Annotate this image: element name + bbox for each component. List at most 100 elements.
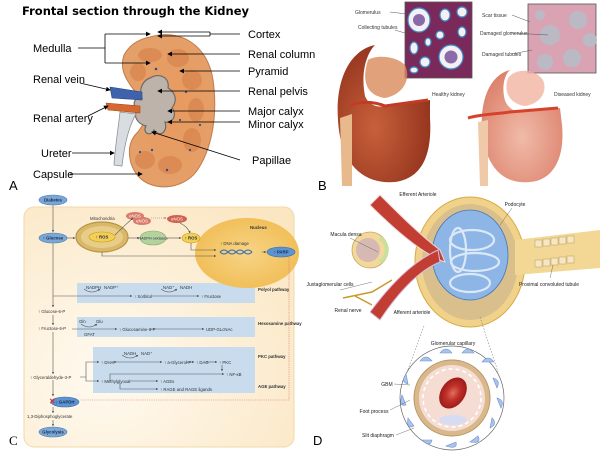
polyol-pathway-label: Polyol pathway: [258, 287, 290, 292]
glycolysis-node: [38, 426, 68, 438]
ros2-text: ↑ ROS: [185, 236, 198, 241]
zoom-guide-lines: [406, 316, 499, 373]
label-damaged-glomerulus: Damaged glomerulus: [480, 31, 528, 37]
mitochondria-label: Mitochondria: [90, 216, 115, 221]
pkc-pkc: ↑ PKC: [219, 360, 231, 365]
capillary-loops: [448, 226, 501, 294]
healthy-histology-inset: [404, 1, 473, 79]
diabetes-text: Diabetes: [44, 198, 63, 203]
macula-densa-cells: [378, 236, 389, 264]
ros-mito-node: [88, 231, 116, 243]
enos-node-2: [133, 217, 151, 225]
renal-vein: [109, 86, 143, 101]
label-afferent-arteriole: Afferent arteriole: [394, 310, 431, 316]
afferent-arteriole: [369, 249, 441, 321]
label-damaged-tubules: Damaged tubules: [482, 52, 522, 58]
label-podocyte: Podocyte: [505, 202, 526, 208]
dna-helix-strand: [219, 249, 253, 255]
dna-damage-label: ↑ DNA damage: [220, 241, 250, 246]
renal-pyramids: [130, 48, 204, 174]
panel-b-labels: Glomerulus Collecting tubules Scar tissu…: [355, 10, 591, 98]
polyol-nadp: NADP⁺: [104, 285, 118, 290]
panel-d: Efferent Arteriole Podocyte Macula densa…: [307, 192, 600, 451]
label-juxtaglomerular-cells: Juxtaglomerular cells: [307, 282, 354, 288]
diseased-kidney-cut-surface: [506, 70, 545, 106]
label-minor-calyx: Minor calyx: [248, 119, 304, 131]
diphosphoglycerate-text: 1,3-Diphosphoglycerate: [27, 414, 73, 419]
diseased-kidney: [481, 70, 563, 183]
pkc-dhap: ↑ DHAP: [101, 360, 116, 365]
pkc-dag: ↑ DAG: [196, 360, 209, 365]
label-renal-pelvis: Renal pelvis: [248, 86, 308, 98]
panel-b-leader-lines: [389, 11, 549, 55]
panel-a-labels-right: Cortex Renal column Pyramid Renal pelvis…: [248, 29, 315, 167]
panel-c: Nucleus Mitochondria Diabetes ↑ Glucose …: [9, 194, 302, 448]
label-efferent-arteriole-1: Efferent Arteriole: [399, 192, 436, 198]
label-glomerular-capillary: Glomerular capillary: [431, 341, 476, 347]
pkc-pathway-label: PKC pathway: [258, 354, 286, 359]
label-papillae: Papillae: [252, 155, 291, 167]
polyol-nadph: NADPH: [86, 285, 101, 290]
ureter: [113, 111, 137, 167]
label-renal-nerve: Renal nerve: [335, 308, 362, 314]
gapdh-text: ↓ GAPDH: [56, 400, 75, 405]
label-scar-tissue: Scar tissue: [482, 13, 507, 19]
polyol-nadh: NADH: [180, 285, 192, 290]
polyol-sorbitol: ↑ Sorbitol: [134, 294, 152, 299]
glucose-text: ↑ Glucose: [43, 236, 64, 241]
label-proximal-convoluted-tubule: Proximal convoluted tubule: [519, 282, 579, 288]
proximal-convoluted-tubule: [515, 230, 600, 275]
polyol-pathway-box: [77, 283, 255, 303]
hex-udp-glcnac: UDP-GLcNAc: [206, 327, 233, 332]
diseased-ureter: [478, 120, 488, 186]
healthy-kidney-cut-surface: [365, 56, 408, 98]
healthy-kidney-vessels: [349, 98, 429, 108]
panel-a-leader-lines: [70, 29, 241, 177]
polyol-nad: NAD⁺: [163, 285, 174, 290]
label-glomerulus: Glomerulus: [355, 10, 381, 16]
enos3-text: eNOS: [171, 217, 183, 222]
hex-glucosamine6p: ↑ Glucosamine-6-P: [119, 327, 156, 332]
parp-text: ↑ PARP: [274, 250, 289, 255]
glucose6p-text: ↑ Glucose-6-P: [38, 309, 65, 314]
age-pathway-label: AGE pathway: [258, 384, 286, 389]
label-healthy-kidney: Healthy kidney: [432, 92, 465, 98]
enos1-text: eNOS: [129, 214, 141, 219]
panel-letter-c: C: [9, 433, 18, 448]
label-major-calyx: Major calyx: [248, 106, 304, 118]
pkc-nadh: NADH: [124, 351, 136, 356]
gapdh-node: [50, 396, 80, 408]
glomerular-tuft: [431, 209, 509, 301]
label-medulla: Medulla: [33, 43, 72, 55]
kidney-section-illustration: [105, 34, 216, 188]
panel-a-title: Frontal section through the Kidney: [22, 4, 249, 18]
label-slit-diaphragm: Slit diaphragm: [362, 433, 394, 439]
diseased-histology-inset: [527, 3, 597, 74]
nadph-oxidases-text: NADPH oxidases: [138, 237, 167, 241]
label-renal-artery: Renal artery: [33, 113, 93, 125]
parp-node: [266, 246, 296, 258]
ros-mito-text: ↑ ROS: [96, 235, 109, 240]
hex-gfat: GFAT: [84, 332, 95, 337]
red-blood-cell: [439, 377, 467, 409]
polyol-fructose: ↑ Fructose: [201, 294, 222, 299]
label-diseased-kidney: Diseased kidney: [554, 92, 591, 98]
label-ureter: Ureter: [41, 148, 72, 160]
label-gbm: GBM: [381, 382, 392, 388]
label-renal-column: Renal column: [248, 49, 315, 61]
fructose6p-text: ↑ Fructose-6-P: [38, 326, 66, 331]
age-methylglyoxal: ↑ Methylglyoxal: [101, 379, 130, 384]
age-nfkb: ↑ NF-κB: [226, 372, 242, 377]
healthy-kidney: [337, 45, 431, 183]
panel-letter-d: D: [313, 433, 322, 448]
efferent-arteriole: [369, 194, 446, 263]
inhibition-x-icon: ✕: [49, 397, 56, 406]
hexosamine-pathway-box: [77, 317, 255, 337]
panel-d-leader-lines: [339, 207, 554, 436]
parp-gapdh-dashed-link: [80, 257, 290, 401]
nucleus-label: Nucleus: [250, 225, 267, 230]
label-pyramid: Pyramid: [248, 66, 288, 78]
panel-b: Glomerulus Collecting tubules Scar tissu…: [318, 1, 597, 193]
age-rage: ↑ RAGE and RAGE ligands: [160, 387, 212, 392]
